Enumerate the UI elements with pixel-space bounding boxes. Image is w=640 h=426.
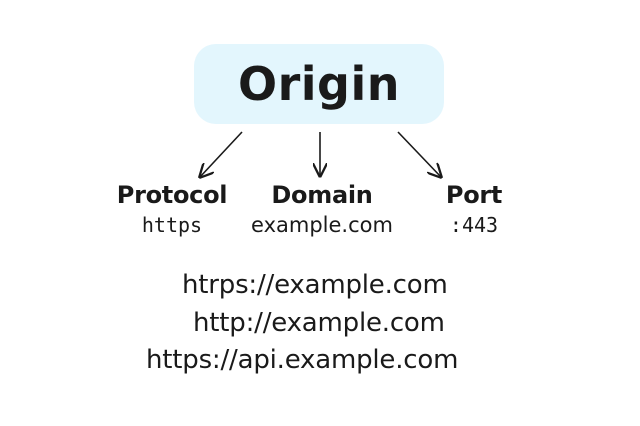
port-label: Port [445,181,503,209]
part-domain: Domain example.com [251,180,393,240]
domain-label: Domain [271,181,373,209]
part-protocol: Protocol https [116,180,228,240]
protocol-label: Protocol [116,181,228,209]
example-url-2: http://example.com [193,308,445,338]
example-url-1: htrps://example.com [182,270,448,300]
example-url-3: https://api.example.com [146,345,459,375]
origin-title: Origin [237,57,400,111]
arrow-to-protocol [200,131,243,177]
part-port: Port :443 [446,180,502,240]
origin-box: Origin [194,44,444,124]
protocol-value: https [141,213,203,237]
domain-value: example.com [251,213,393,237]
arrow-to-port [397,131,441,177]
port-value: :443 [449,213,499,237]
